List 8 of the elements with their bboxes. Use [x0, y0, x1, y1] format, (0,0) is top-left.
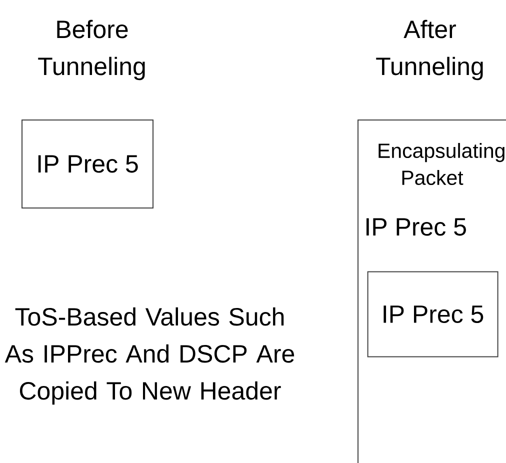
column-heading: Before Tunneling: [38, 20, 145, 80]
note-text: ToS-Based Values Such As IPPrec And DSCP Are Copied To New Header: [4, 307, 294, 405]
header-label: Encapsulating Packet: [378, 142, 504, 186]
packet-box: IP Prec 5: [22, 120, 154, 208]
field-label: IP Prec 5: [366, 218, 466, 236]
column-heading: After Tunneling: [376, 20, 483, 80]
packet-frame: [358, 120, 506, 463]
packet-box: IP Prec 5: [367, 271, 498, 358]
